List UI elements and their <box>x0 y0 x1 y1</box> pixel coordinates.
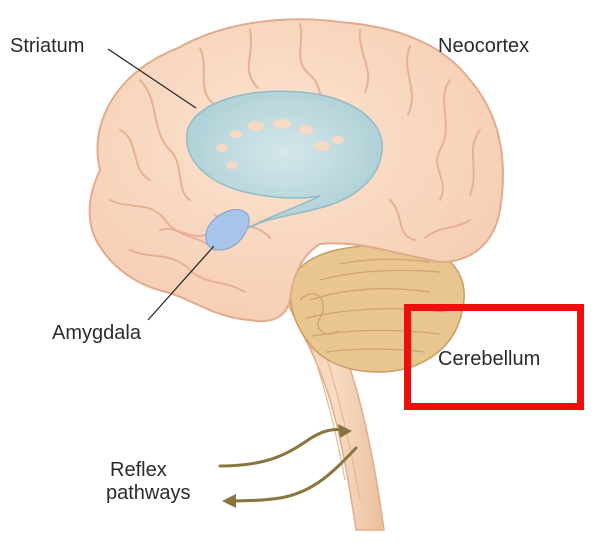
reflex-label-line2: pathways <box>106 482 191 505</box>
neocortex-label: Neocortex <box>438 35 529 58</box>
reflex-pathways-label: Reflex pathways <box>110 459 191 505</box>
striatum-label: Striatum <box>10 35 84 58</box>
cerebellum-highlight-box <box>404 304 584 410</box>
amygdala-label: Amygdala <box>52 322 141 345</box>
reflex-label-line1: Reflex <box>110 459 191 482</box>
reflex-arrows <box>220 429 356 501</box>
